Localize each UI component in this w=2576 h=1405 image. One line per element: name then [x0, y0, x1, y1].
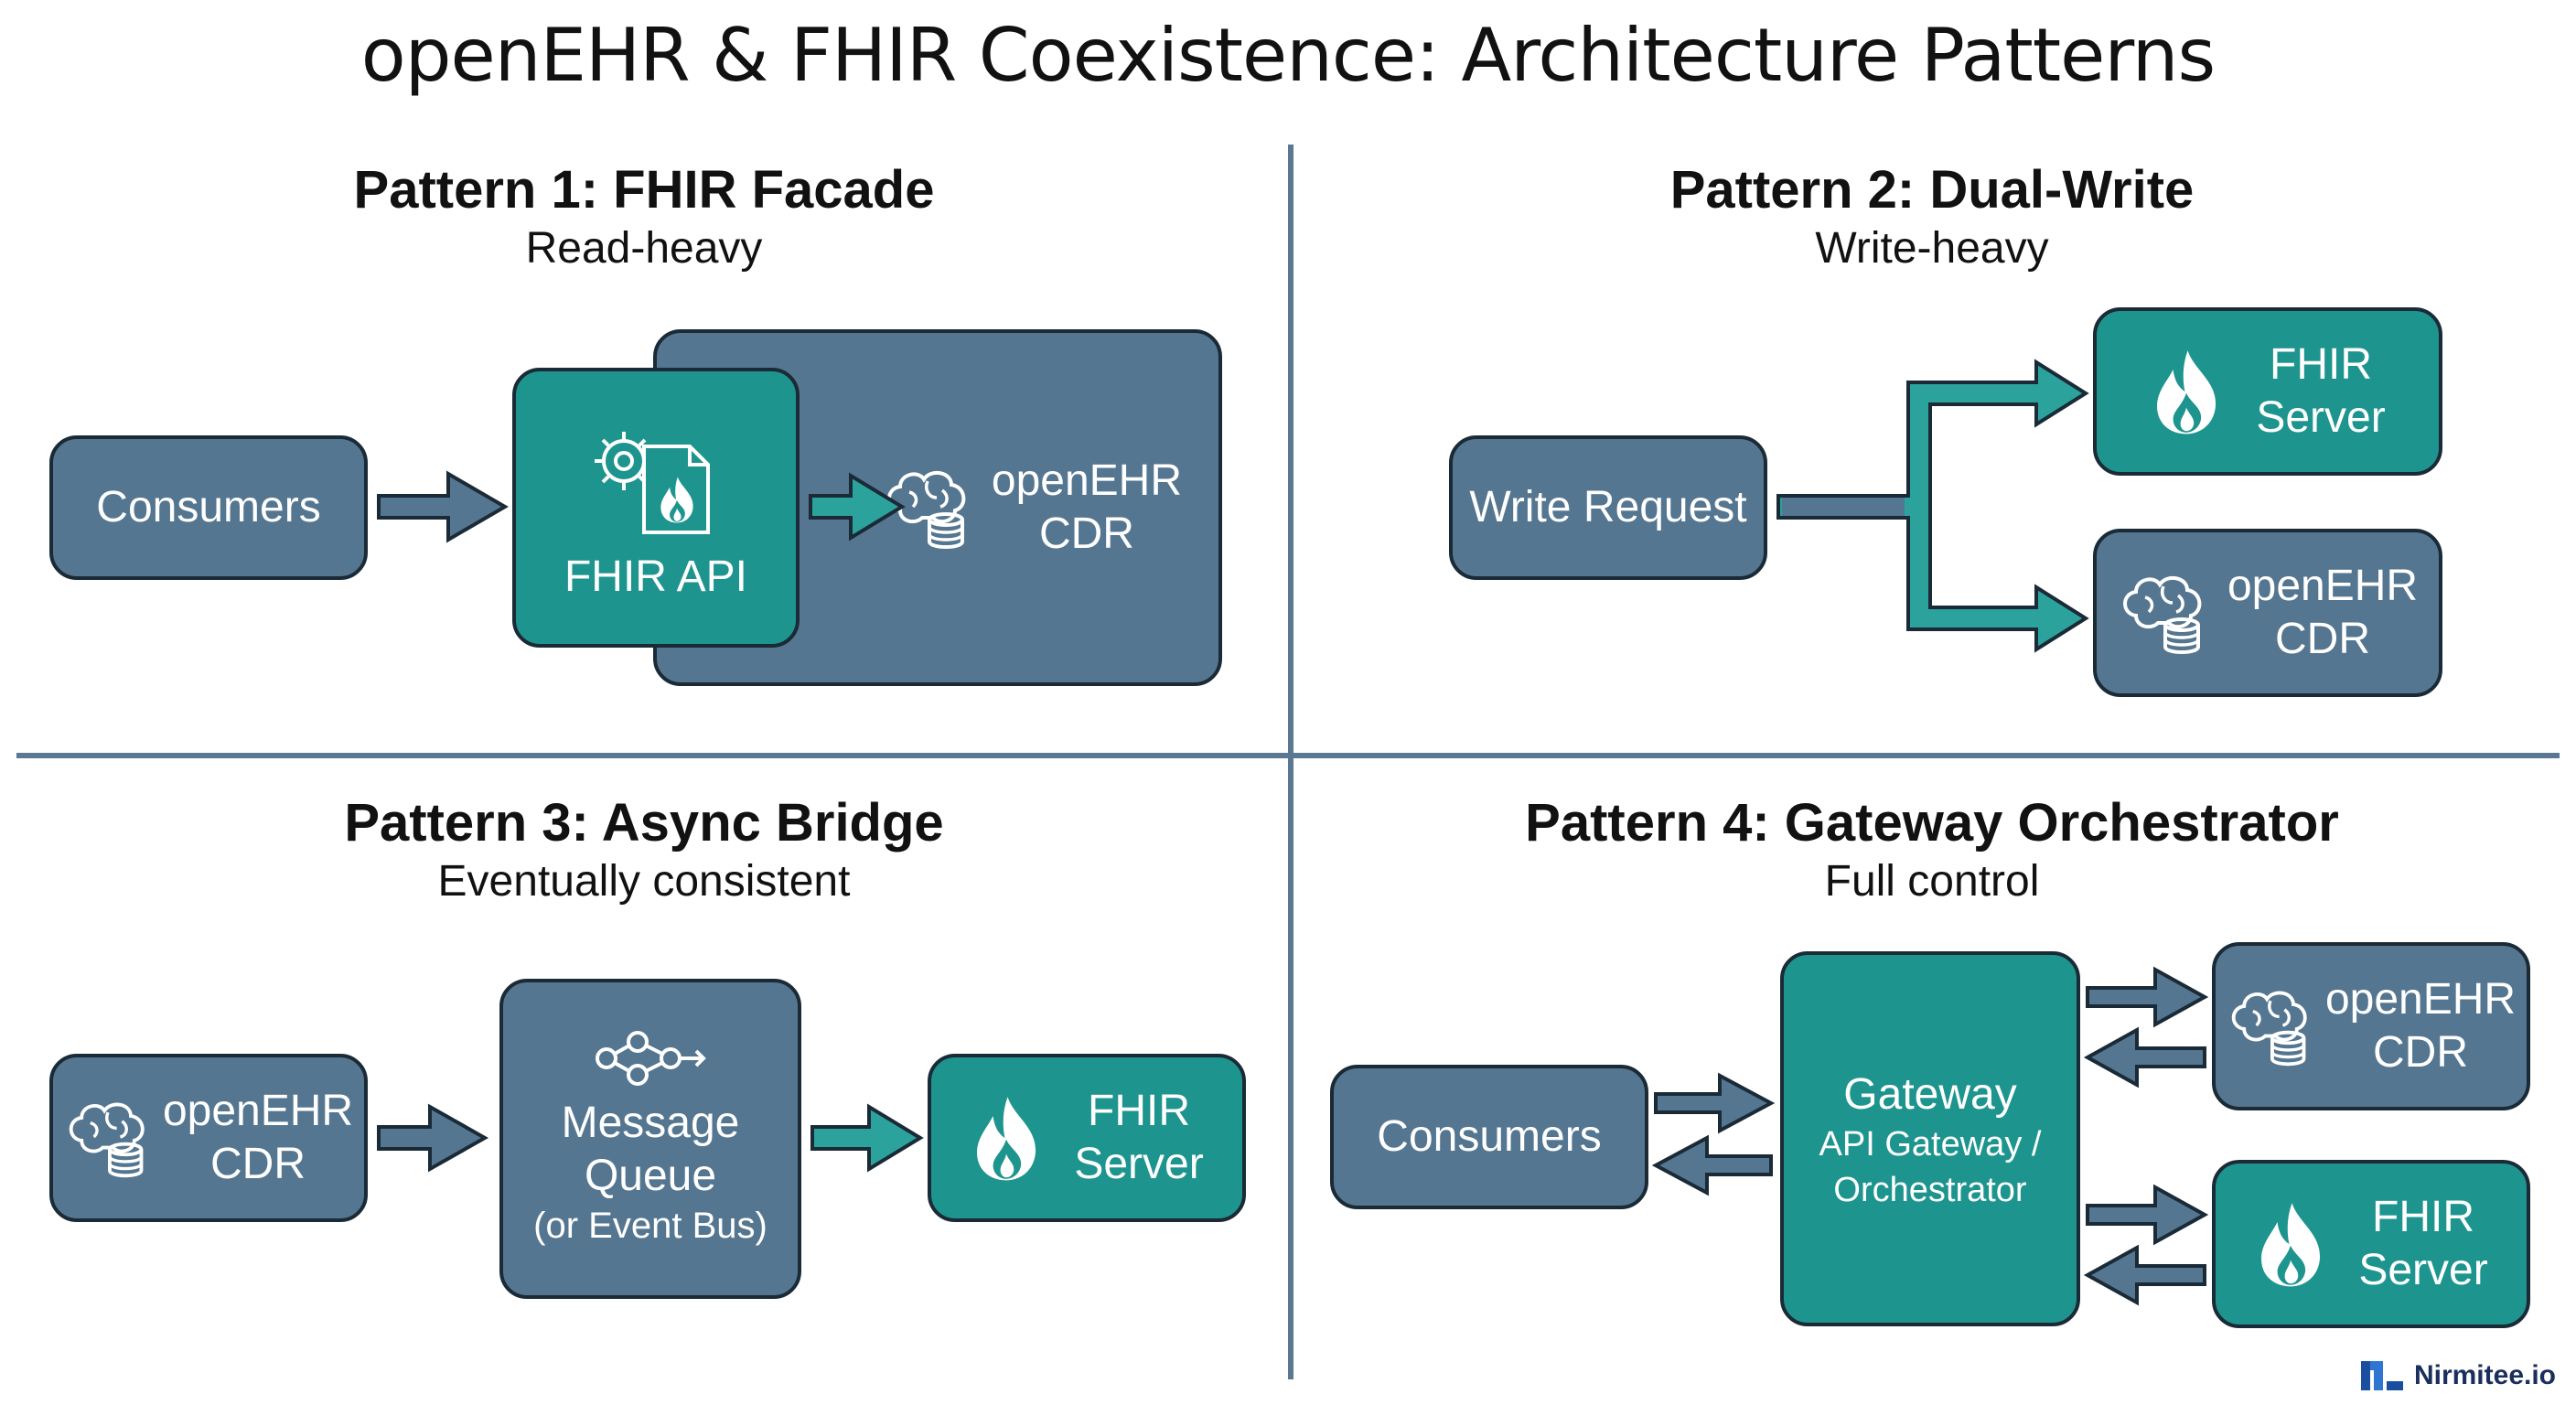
- p1-fhir-api-node: FHIR API: [512, 368, 800, 648]
- pattern-4-subtitle: Full control: [1824, 857, 2040, 906]
- gear-document-flame-icon: [595, 432, 710, 534]
- p3-fhir-label-1: FHIR: [1088, 1087, 1190, 1135]
- p4-gateway-label-3: Orchestrator: [1833, 1171, 2027, 1209]
- pattern-3-subtitle: Eventually consistent: [437, 857, 851, 906]
- p4-gateway-node: Gateway API Gateway / Orchestrator: [1780, 951, 2080, 1326]
- p2-fhir-label-1: FHIR: [2270, 340, 2372, 389]
- p2-cdr-node: openEHR CDR: [2093, 529, 2442, 697]
- pattern-4-title: Pattern 4: Gateway Orchestrator: [1525, 793, 2339, 853]
- p2-fhir-label-2: Server: [2256, 393, 2386, 442]
- pattern-2-subtitle: Write-heavy: [1815, 224, 2049, 273]
- pattern-2-title: Pattern 2: Dual-Write: [1669, 160, 2195, 220]
- p3-queue-label-2: Queue: [584, 1152, 717, 1200]
- p4-fhir-server-node: FHIR Server: [2212, 1160, 2530, 1328]
- p4-cdr-node: openEHR CDR: [2212, 942, 2530, 1110]
- p4-cdr-label-1: openEHR: [2324, 975, 2517, 1024]
- p2-write-request-label: Write Request: [1469, 483, 1747, 531]
- brand-logo: Nirmitee.io: [2359, 1359, 2556, 1392]
- pattern-3-title: Pattern 3: Async Bridge: [344, 793, 944, 853]
- p1-cdr-label-1: openEHR: [991, 456, 1182, 505]
- p4-cdr-label-2: CDR: [2373, 1028, 2468, 1077]
- p2-write-request-node: Write Request: [1449, 435, 1767, 580]
- p4-consumers-label: Consumers: [1377, 1112, 1602, 1161]
- horizontal-divider: [16, 753, 2560, 758]
- p4-gateway-label-2: API Gateway /: [1819, 1125, 2042, 1164]
- p3-cdr-node: openEHR CDR: [49, 1054, 368, 1222]
- p3-cdr-label-1: openEHR: [162, 1087, 354, 1135]
- p3-queue-label-3: (or Event Bus): [533, 1206, 767, 1246]
- logo-text: Nirmitee.io: [2413, 1360, 2556, 1390]
- pattern-1-subtitle: Read-heavy: [525, 224, 763, 273]
- p4-fhir-label-1: FHIR: [2372, 1193, 2474, 1241]
- nirmitee-logo-icon: [2360, 1361, 2403, 1390]
- p1-fhir-api-label: FHIR API: [564, 552, 748, 601]
- p3-cdr-label-2: CDR: [210, 1140, 306, 1188]
- p4-consumers-node: Consumers: [1330, 1065, 1648, 1209]
- p1-cdr-label-2: CDR: [1038, 509, 1134, 558]
- network-icon: [596, 1031, 706, 1086]
- p1-consumers-label: Consumers: [96, 483, 321, 531]
- vertical-divider: [1288, 145, 1293, 1379]
- p4-gateway-label: Gateway: [1843, 1070, 2017, 1119]
- p2-cdr-label-1: openEHR: [2227, 562, 2419, 610]
- p3-fhir-label-2: Server: [1074, 1140, 1204, 1188]
- p1-consumers-node: Consumers: [49, 435, 368, 580]
- p3-queue-label-1: Message: [561, 1099, 740, 1147]
- p2-cdr-label-2: CDR: [2275, 615, 2370, 663]
- p4-fhir-label-2: Server: [2358, 1246, 2488, 1294]
- page-title: openEHR & FHIR Coexistence: Architecture…: [360, 13, 2216, 98]
- p3-message-queue-node: Message Queue (or Event Bus): [499, 979, 801, 1299]
- p2-fhir-server-node: FHIR Server: [2093, 307, 2442, 476]
- p3-fhir-server-node: FHIR Server: [928, 1054, 1246, 1222]
- pattern-1-title: Pattern 1: FHIR Facade: [353, 160, 935, 220]
